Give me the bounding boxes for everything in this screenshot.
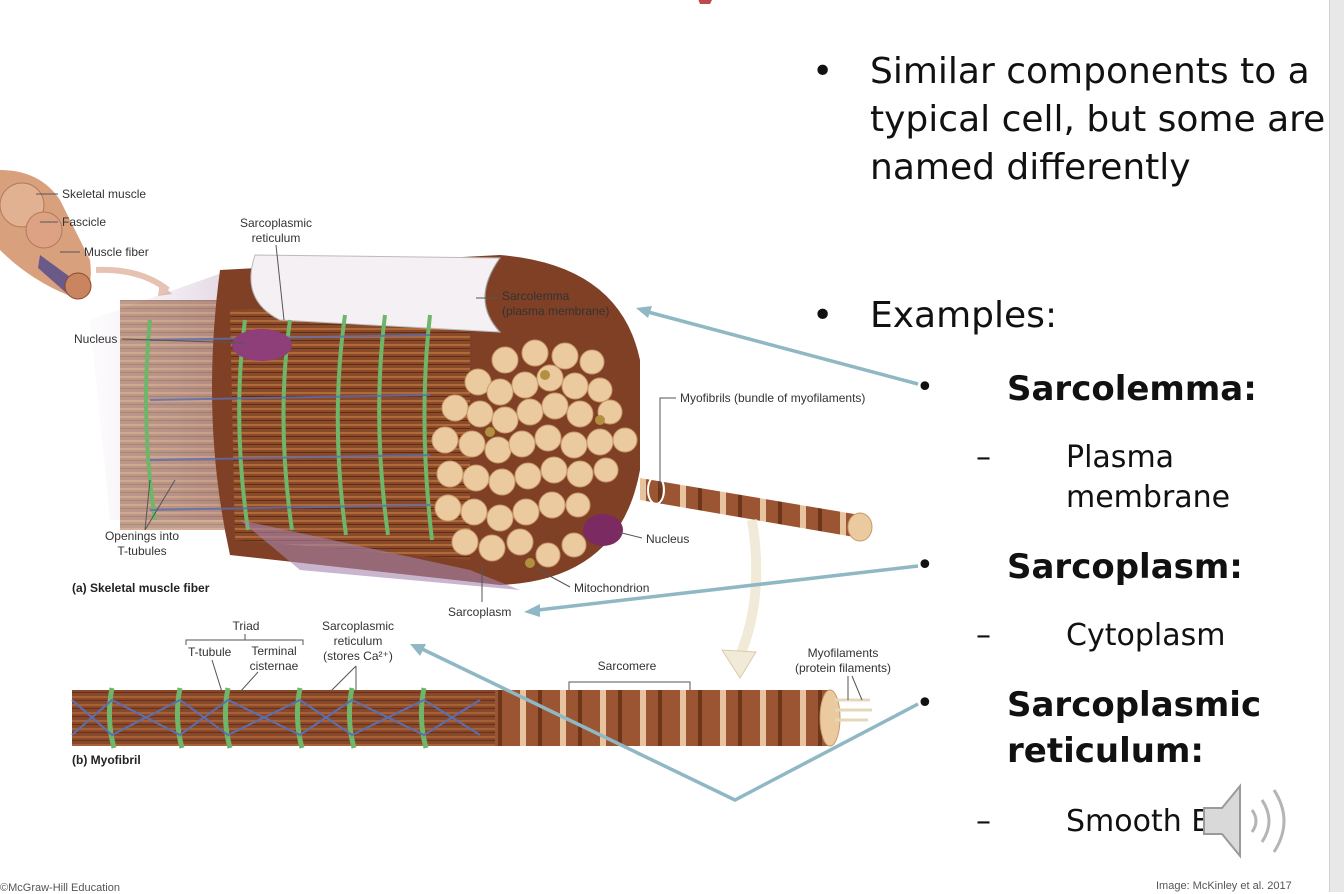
label-nucleus-left: Nucleus <box>74 332 117 346</box>
term-sr-2: reticulum: <box>1007 731 1204 771</box>
nucleus-right-shape <box>583 514 623 546</box>
label-openings-1: Openings into <box>105 529 179 543</box>
title-fragment <box>140 0 1220 14</box>
term-sarcoplasm: Sarcoplasm: <box>1007 547 1243 587</box>
intro-line-2: typical cell, but some are <box>870 99 1326 140</box>
myofibril-b <box>71 687 872 749</box>
def-sarcoplasm: Cytoplasm <box>1066 618 1226 653</box>
bullet-dot: • <box>916 548 934 583</box>
label-skeletal-muscle: Skeletal muscle <box>62 187 146 201</box>
intro-line-1: Similar components to a <box>870 51 1310 92</box>
label-openings-2: T-tubules <box>117 544 166 558</box>
footer-credit: Image: McKinley et al. 2017 <box>1156 880 1292 892</box>
speaker-icon[interactable] <box>1196 780 1306 862</box>
caption-b: (b) Myofibril <box>72 753 141 767</box>
term-sr-1: Sarcoplasmic <box>1007 685 1262 725</box>
speaker-icon-svg <box>1203 783 1286 859</box>
label-myofibrils: Myofibrils (bundle of myofilaments) <box>680 391 865 405</box>
label-sarcolemma-1: Sarcolemma <box>502 289 570 303</box>
dash: – <box>976 804 991 839</box>
intro-line-3: named differently <box>870 147 1191 188</box>
label-myofilaments-2: (protein filaments) <box>795 661 891 675</box>
bullet-dot: • <box>916 686 934 721</box>
label-sarcolemma-2: (plasma membrane) <box>502 304 609 318</box>
nucleus-left-shape <box>232 329 292 361</box>
label-mitochondrion: Mitochondrion <box>574 581 649 595</box>
def-sarcolemma-2: membrane <box>1066 480 1231 515</box>
term-sarcolemma: Sarcolemma: <box>1007 369 1257 409</box>
pointer-arrows <box>419 310 919 802</box>
muscle-figure: Skeletal muscle Fascicle Muscle fiber Sa… <box>0 170 919 802</box>
label-sarcoplasm: Sarcoplasm <box>448 605 511 619</box>
footer-copyright: ©McGraw-Hill Education <box>0 882 120 894</box>
title-cutoff-shapes <box>698 0 712 4</box>
label-nucleus-right: Nucleus <box>646 532 689 546</box>
label-sr-bottom-2: reticulum <box>334 634 383 648</box>
bullet-dot: • <box>812 51 834 92</box>
label-sr-bottom-3: (stores Ca²⁺) <box>323 649 393 663</box>
label-triad: Triad <box>233 619 260 633</box>
label-muscle-fiber: Muscle fiber <box>84 245 149 259</box>
def-sarcolemma-1: Plasma <box>1066 440 1175 475</box>
label-sr-top-1: Sarcoplasmic <box>240 216 312 230</box>
label-sarcomere: Sarcomere <box>598 659 657 673</box>
bullet-dot: • <box>916 370 934 405</box>
skeletal-muscle-bundle <box>0 170 92 300</box>
dash: – <box>976 440 991 475</box>
label-fascicle: Fascicle <box>62 215 106 229</box>
dash: – <box>976 618 991 653</box>
label-myofilaments-1: Myofilaments <box>808 646 879 660</box>
label-t-tubule: T-tubule <box>188 645 232 659</box>
caption-a: (a) Skeletal muscle fiber <box>72 581 210 595</box>
label-sr-bottom-1: Sarcoplasmic <box>322 619 394 633</box>
scrollbar[interactable] <box>1329 0 1344 892</box>
label-terminal-2: cisternae <box>250 659 299 673</box>
myofibril-cross-sections <box>431 339 638 568</box>
label-sr-top-2: reticulum <box>252 231 301 245</box>
bullet-dot: • <box>812 295 834 336</box>
examples-heading: Examples: <box>870 295 1058 336</box>
sr-network <box>144 314 434 541</box>
label-terminal-1: Terminal <box>251 644 296 658</box>
def-sr: Smooth E <box>1066 804 1211 839</box>
